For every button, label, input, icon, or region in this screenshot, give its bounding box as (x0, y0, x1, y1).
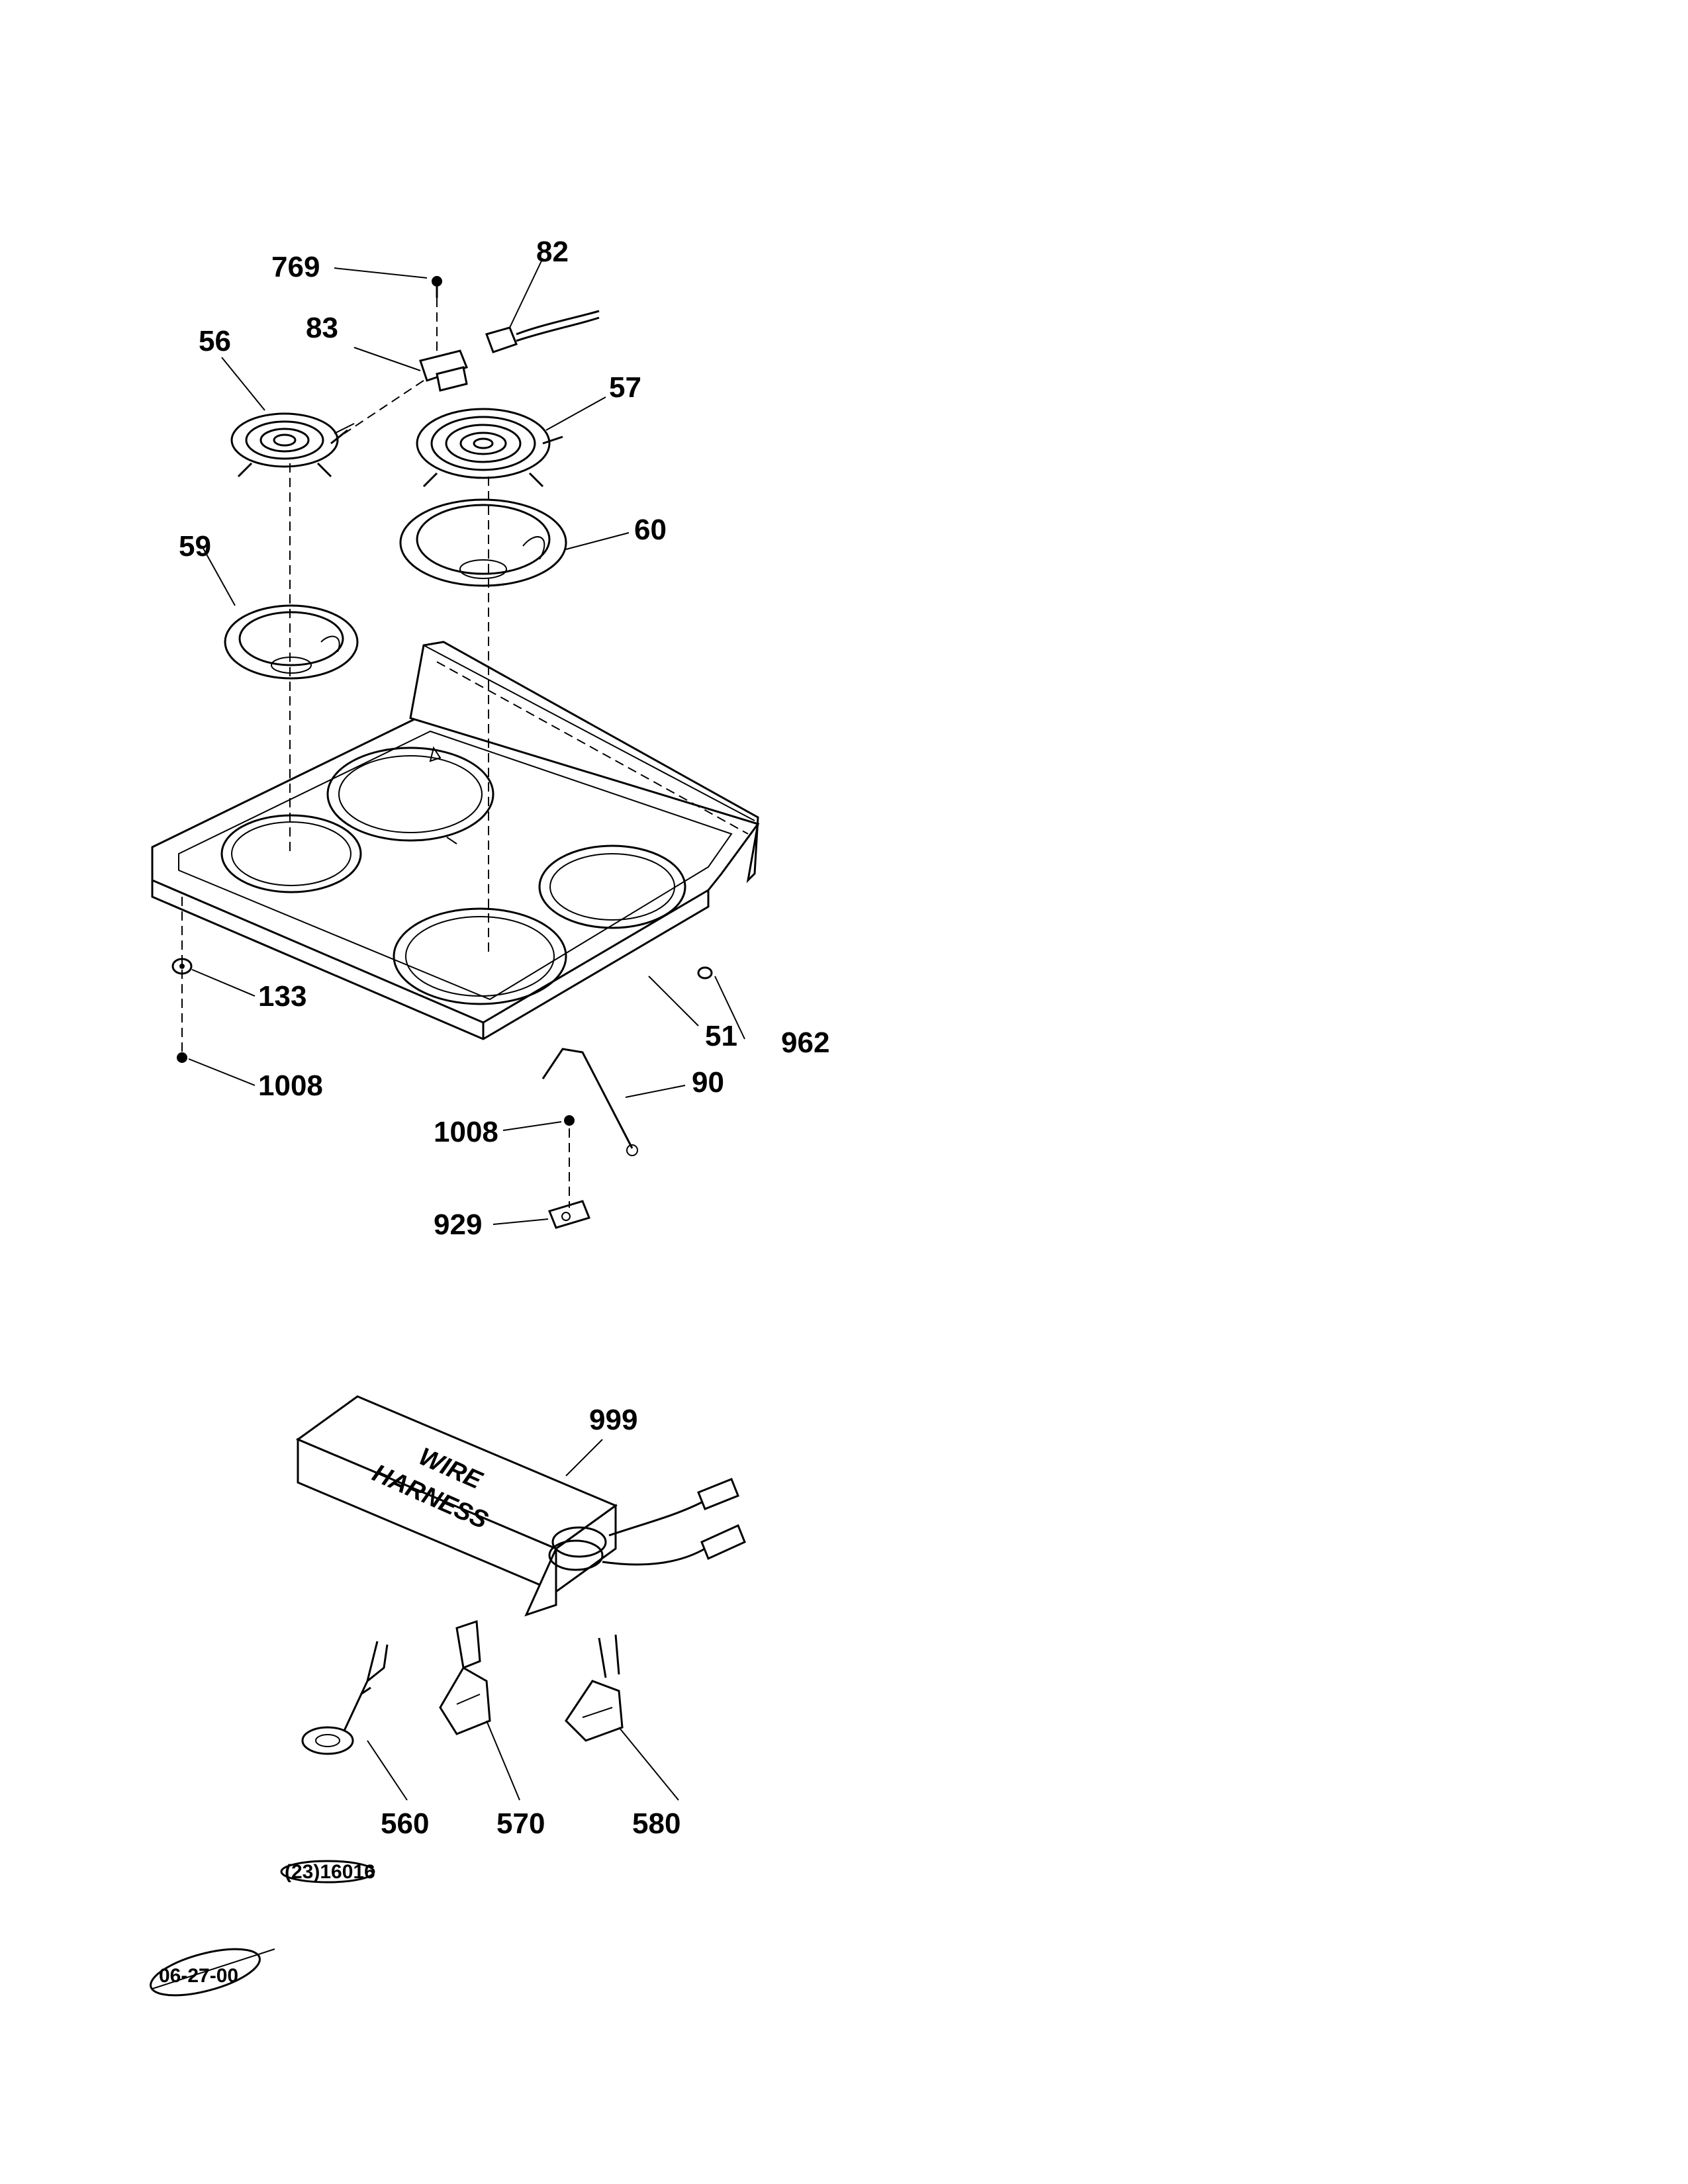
callout-51: 51 (705, 1020, 737, 1052)
surface-unit-large-57 (416, 408, 563, 488)
callout-1008-center: 1008 (434, 1116, 498, 1148)
stamp-code-text: (23)16016 (285, 1861, 375, 1883)
receptacle-block-83 (419, 349, 468, 392)
stamp-date: 06-27-00 (150, 1948, 275, 1997)
callout-60: 60 (634, 514, 667, 546)
callout-59: 59 (179, 530, 211, 563)
callout-82: 82 (536, 236, 569, 268)
callout-57: 57 (609, 371, 641, 404)
callout-570: 570 (496, 1807, 545, 1840)
callout-90: 90 (692, 1066, 724, 1099)
bracket-929 (547, 1200, 591, 1229)
callout-580: 580 (632, 1807, 680, 1840)
stamp-date-text: 06-27-00 (159, 1965, 238, 1987)
cooktop-assembly (151, 641, 760, 1040)
wire-harness-kit-999: WIRE HARNESS (295, 1395, 746, 1617)
drip-pan-small-59 (224, 604, 359, 680)
surface-unit-small-56 (230, 412, 355, 478)
callout-962: 962 (781, 1026, 829, 1059)
ring-terminal-560 (301, 1641, 389, 1755)
leader-lines (188, 257, 745, 1801)
female-terminal-570 (439, 1619, 491, 1735)
rod-90 (541, 1048, 638, 1156)
callout-999: 999 (589, 1404, 637, 1436)
connector-plug-82 (485, 310, 600, 353)
callout-929: 929 (434, 1208, 482, 1241)
screw-1008-center (564, 1115, 575, 1126)
callout-83: 83 (306, 312, 338, 344)
callout-133: 133 (258, 980, 306, 1013)
screw-769 (432, 276, 442, 298)
stamp-code: (23)16016 (280, 1860, 375, 1884)
callout-1008-left: 1008 (258, 1069, 323, 1102)
female-terminal-580 (565, 1634, 624, 1742)
assembly-lines (181, 298, 570, 1208)
callout-560: 560 (381, 1807, 429, 1840)
screw-1008-left (177, 1052, 187, 1063)
clip-962 (697, 966, 713, 979)
callout-labels: 769 82 83 56 57 59 60 133 1008 51 962 90… (179, 236, 829, 1840)
callout-56: 56 (199, 325, 231, 357)
callout-769: 769 (271, 251, 320, 283)
drip-pan-large-60 (399, 498, 567, 587)
